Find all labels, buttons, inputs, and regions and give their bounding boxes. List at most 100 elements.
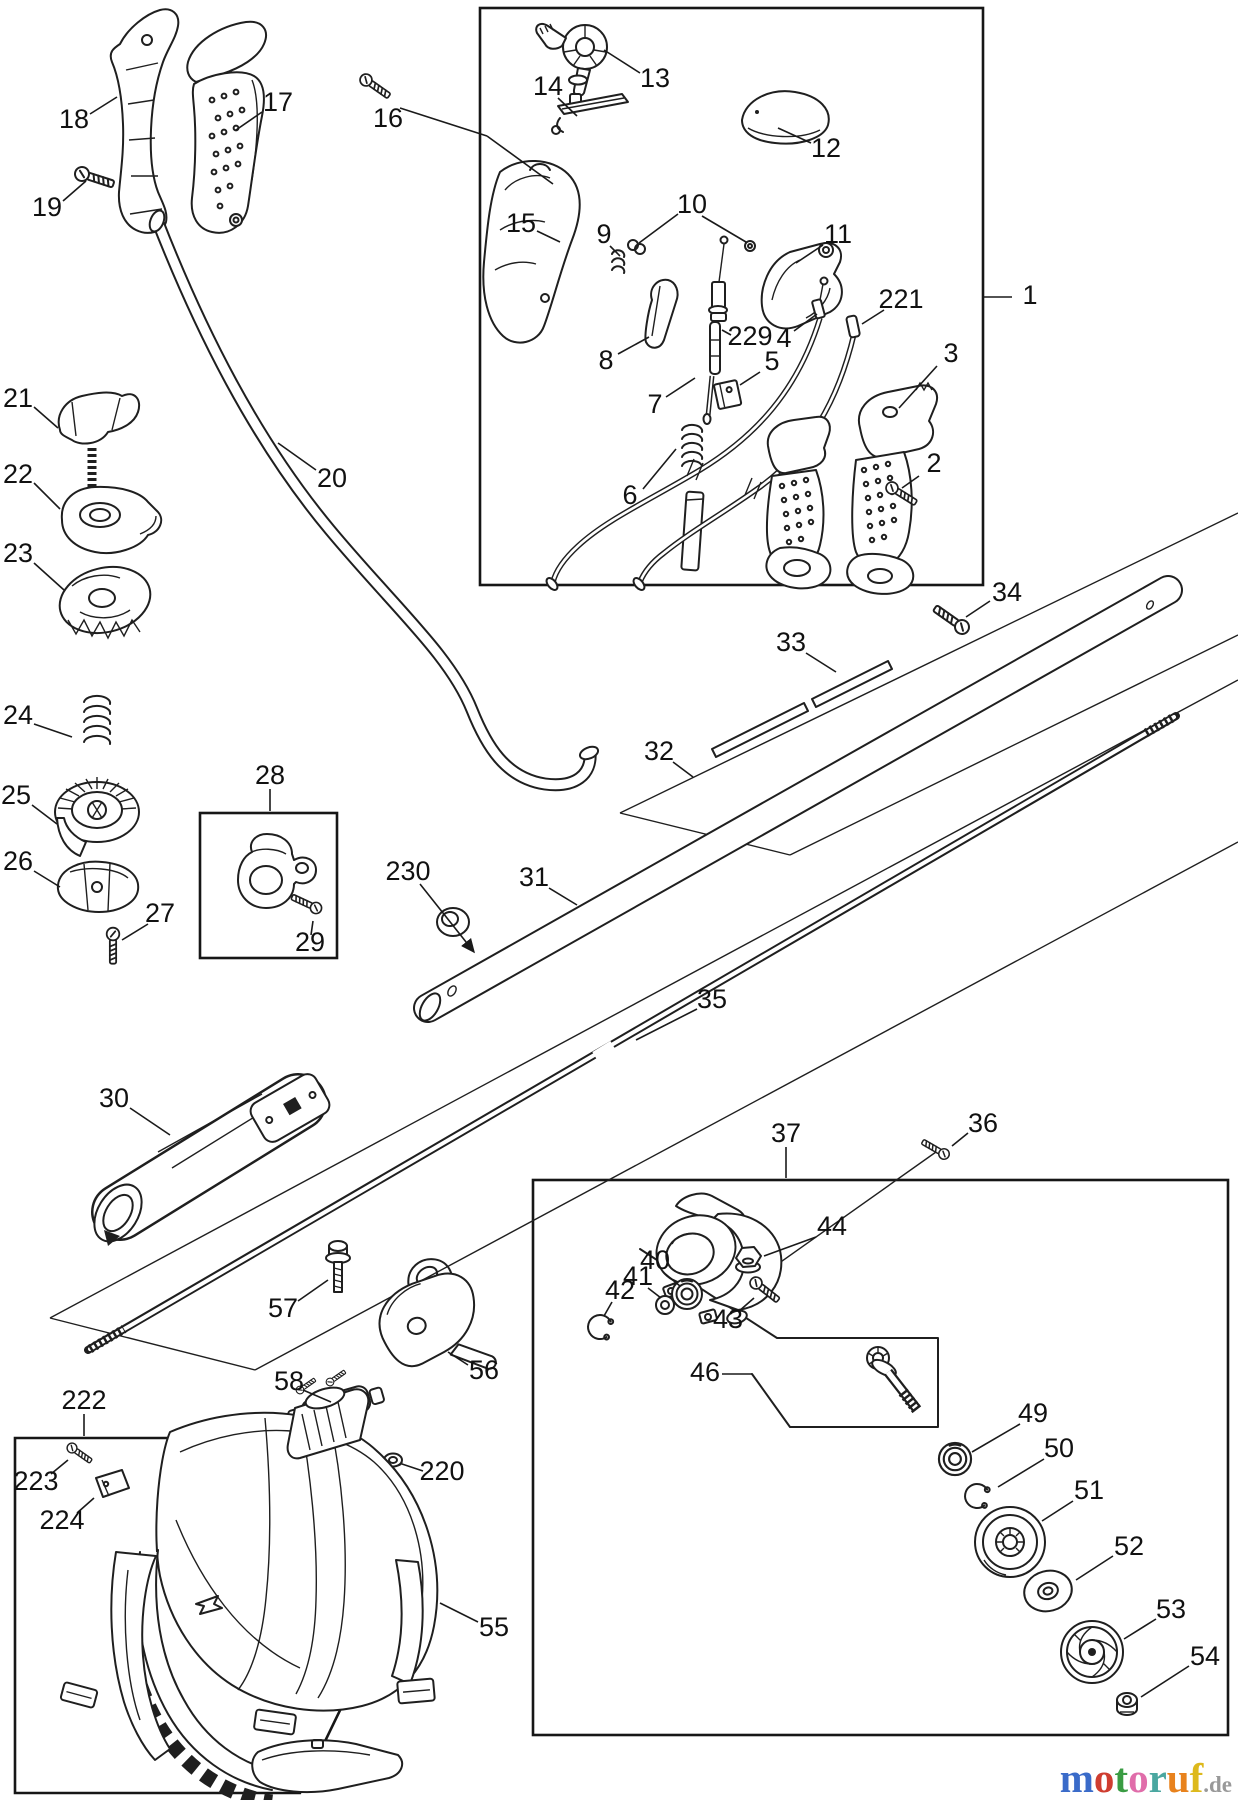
part-label-5: 5 xyxy=(764,346,779,376)
part-label-49: 49 xyxy=(1018,1398,1048,1428)
part-label-18: 18 xyxy=(59,104,89,134)
leader-line-221 xyxy=(861,309,885,325)
logo-letter: t xyxy=(1114,1755,1129,1801)
leader-line-220 xyxy=(401,1463,424,1472)
part-label-1: 1 xyxy=(1022,280,1037,310)
logo-word: motoruf xyxy=(1060,1755,1203,1801)
part-15-housing-half xyxy=(482,159,581,344)
part-56-hanger-bracket xyxy=(378,1258,497,1370)
leader-line-49 xyxy=(971,1423,1021,1453)
part-24-spring xyxy=(83,694,112,745)
part-label-57: 57 xyxy=(268,1293,298,1323)
leader-line-4 xyxy=(793,313,818,332)
part-9-spring xyxy=(611,249,626,274)
part-label-2: 2 xyxy=(926,448,941,478)
part-label-36: 36 xyxy=(968,1108,998,1138)
leader-line-10 xyxy=(701,215,747,243)
part-label-224: 224 xyxy=(39,1505,84,1535)
part-label-26: 26 xyxy=(3,846,33,876)
leader-line-41 xyxy=(647,1287,662,1299)
part-rear-grip-left-half xyxy=(765,415,832,590)
leader-line-8 xyxy=(617,336,650,355)
leader-line-224 xyxy=(76,1497,95,1514)
screw-34 xyxy=(929,601,973,638)
part-14-plate-spring xyxy=(551,93,629,135)
decal-strips xyxy=(711,660,893,758)
leader-line-42 xyxy=(603,1301,613,1317)
leader-line-16 xyxy=(399,107,488,137)
part-label-46: 46 xyxy=(690,1357,720,1387)
part-label-41: 41 xyxy=(623,1261,653,1291)
part-label-37: 37 xyxy=(771,1118,801,1148)
logo-letter: f xyxy=(1189,1755,1204,1801)
motoruf-logo: motoruf.de xyxy=(972,1756,1232,1807)
part-guard-wedge xyxy=(110,1551,171,1761)
leader-line-14 xyxy=(557,97,578,117)
leader-line-58 xyxy=(302,1389,332,1403)
part-54-bump-knob xyxy=(1116,1692,1138,1716)
part-49-bearing xyxy=(937,1441,973,1477)
part-label-34: 34 xyxy=(992,577,1022,607)
leader-line-26 xyxy=(33,870,61,888)
inset-box-gearhead-37 xyxy=(531,1178,1230,1737)
leader-line-34 xyxy=(965,600,991,618)
part-30-front-grip-tube xyxy=(91,1073,331,1246)
part-label-19: 19 xyxy=(32,192,62,222)
part-25-clutch-drum xyxy=(54,777,140,857)
leader-line-9 xyxy=(609,245,621,257)
leader-line-223 xyxy=(50,1459,69,1475)
part-6-spring-tube xyxy=(680,423,705,572)
leader-line-230 xyxy=(419,883,475,954)
part-3-rear-grip-right-half xyxy=(846,381,938,595)
part-label-220: 220 xyxy=(419,1456,464,1486)
leader-line-15 xyxy=(536,230,561,243)
part-label-229: 229 xyxy=(727,321,772,351)
part-label-51: 51 xyxy=(1074,1475,1104,1505)
leader-line-17 xyxy=(235,111,263,131)
leader-line-18 xyxy=(89,96,118,115)
part-label-222: 222 xyxy=(61,1385,106,1415)
part-28-pipe-clamp xyxy=(237,833,317,909)
part-11-throttle-trigger xyxy=(760,242,843,330)
leader-line-21 xyxy=(33,406,59,429)
leader-line-19 xyxy=(62,180,87,202)
part-46-arbor-shaft xyxy=(866,1346,922,1414)
main-shaft-tube-31 xyxy=(413,575,1183,1023)
part-label-10: 10 xyxy=(677,189,707,219)
drive-shaft-rod-35 xyxy=(84,712,1180,1354)
leader-line-31 xyxy=(548,887,578,906)
logo-letter: o xyxy=(1093,1755,1115,1801)
part-5-clip xyxy=(713,379,743,410)
part-44-nut xyxy=(735,1246,762,1274)
leader-line-55 xyxy=(439,1602,479,1623)
leader-line-54 xyxy=(1140,1665,1190,1698)
part-label-223: 223 xyxy=(13,1466,58,1496)
part-4-cable xyxy=(545,276,829,591)
part-label-3: 3 xyxy=(943,338,958,368)
leader-line-51 xyxy=(1041,1500,1074,1522)
leader-line-57 xyxy=(297,1279,329,1302)
screw-36 xyxy=(919,1136,952,1162)
part-23-clamp-lower xyxy=(58,566,152,640)
part-label-58: 58 xyxy=(274,1366,304,1396)
part-guard-extension xyxy=(251,1739,404,1794)
part-55-guard xyxy=(59,1386,439,1736)
leader-line-27 xyxy=(121,923,149,941)
screw-29 xyxy=(288,890,325,917)
part-label-23: 23 xyxy=(3,538,33,568)
part-12-cover xyxy=(741,90,830,145)
part-17-grip-half xyxy=(186,20,267,234)
logo-suffix: .de xyxy=(1203,1772,1232,1797)
part-51-drum xyxy=(974,1506,1046,1578)
part-label-43: 43 xyxy=(713,1304,743,1334)
leader-line-20 xyxy=(277,442,317,471)
part-label-11: 11 xyxy=(824,219,852,249)
logo-letter: r xyxy=(1148,1755,1167,1801)
part-label-55: 55 xyxy=(479,1612,509,1642)
leader-line-13 xyxy=(603,49,641,74)
logo-letter: u xyxy=(1166,1755,1190,1801)
part-label-52: 52 xyxy=(1114,1531,1144,1561)
part-label-6: 6 xyxy=(622,480,637,510)
part-label-33: 33 xyxy=(776,627,806,657)
